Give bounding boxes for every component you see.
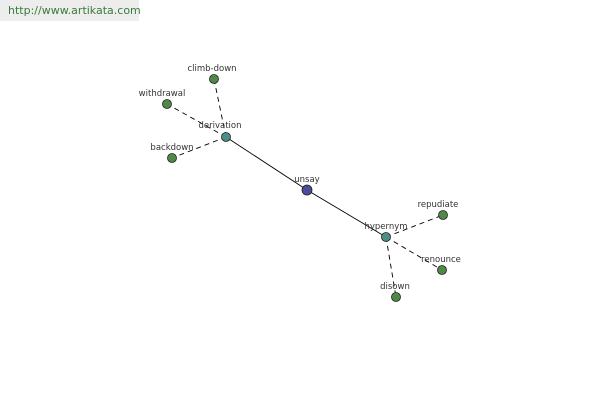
edge-derivation-withdrawal [166, 103, 227, 138]
node-repudiate-label: repudiate [418, 200, 459, 210]
node-hypernym-dot[interactable] [381, 232, 391, 242]
node-repudiate-dot[interactable] [438, 210, 448, 220]
node-disown[interactable]: disown [380, 282, 410, 302]
node-disown-dot[interactable] [391, 292, 401, 302]
source-banner: http://www.artikata.com [0, 0, 141, 21]
node-backdown[interactable]: backdown [150, 143, 194, 163]
node-renounce[interactable]: renounce [421, 255, 461, 275]
node-unsay-label: unsay [294, 175, 319, 185]
node-climb-down-label: climb-down [187, 64, 236, 74]
graph-edges [166, 78, 444, 298]
node-derivation[interactable]: derivation [198, 121, 242, 142]
graph-nodes: climb-down withdrawal backdown repudiate ren… [139, 64, 461, 302]
node-withdrawal-dot[interactable] [162, 99, 172, 109]
node-unsay[interactable]: unsay [294, 175, 320, 196]
node-hypernym-label: hypernym [364, 222, 407, 232]
edge-unsay-hypernym [306, 189, 387, 238]
edge-derivation-climb-down [213, 78, 227, 138]
node-renounce-label: renounce [421, 255, 461, 265]
source-link[interactable]: http://www.artikata.com [8, 4, 141, 17]
edge-hypernym-repudiate [385, 214, 444, 238]
node-withdrawal-label: withdrawal [139, 89, 186, 99]
node-backdown-label: backdown [150, 143, 193, 153]
node-disown-label: disown [380, 282, 410, 292]
node-derivation-dot[interactable] [221, 132, 231, 142]
node-backdown-dot[interactable] [167, 153, 177, 163]
edge-hypernym-renounce [385, 236, 443, 271]
node-withdrawal[interactable]: withdrawal [139, 89, 186, 109]
node-derivation-label: derivation [198, 121, 241, 131]
edge-derivation-backdown [171, 136, 227, 159]
edge-unsay-derivation [225, 136, 308, 191]
node-climb-down[interactable]: climb-down [187, 64, 237, 84]
node-unsay-dot[interactable] [301, 184, 313, 196]
node-hypernym[interactable]: hypernym [364, 222, 408, 242]
node-renounce-dot[interactable] [437, 265, 447, 275]
node-repudiate[interactable]: repudiate [418, 200, 459, 220]
edge-hypernym-disown [385, 236, 397, 298]
node-climb-down-dot[interactable] [209, 74, 219, 84]
